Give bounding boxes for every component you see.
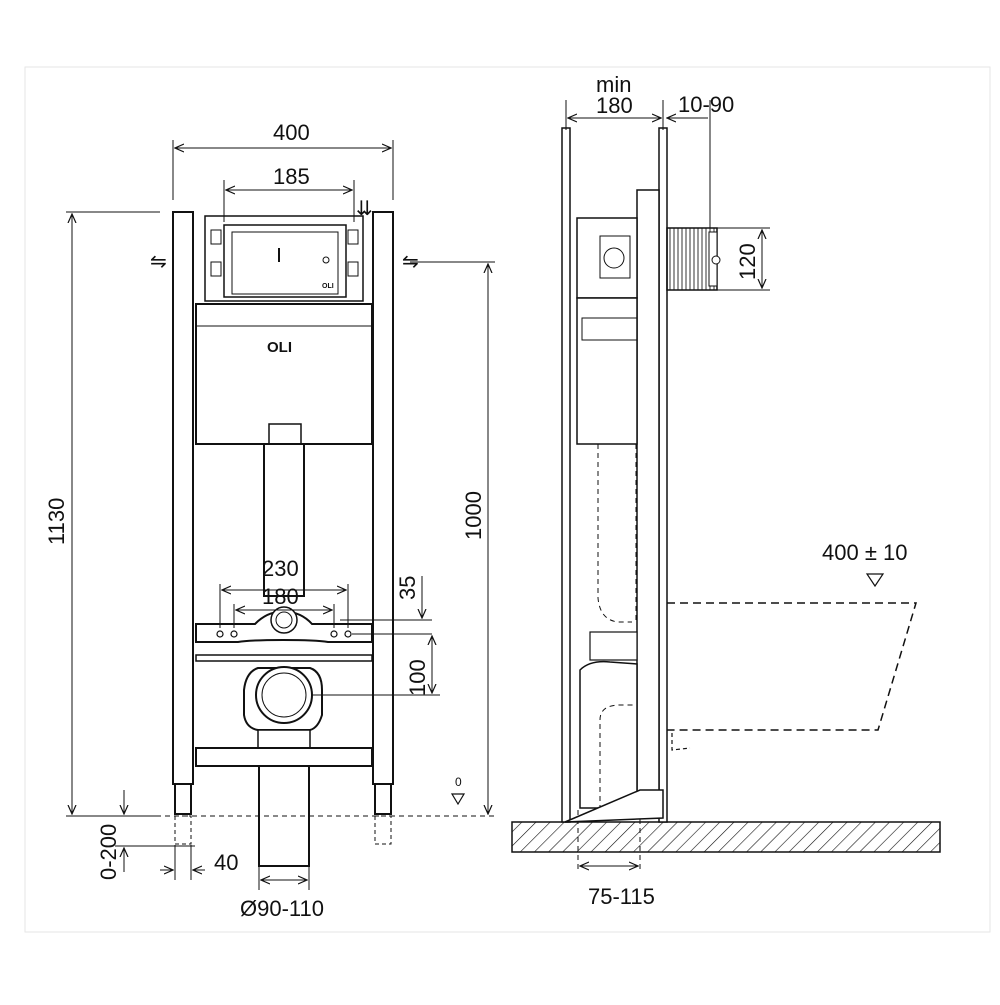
dim-leg-adjust: 0-200 bbox=[96, 824, 121, 880]
floor-level-label: 0 bbox=[455, 775, 462, 789]
dim-bowl-projection: 400 ± 10 bbox=[822, 540, 907, 565]
front-upright bbox=[658, 127, 668, 823]
floor-hatch bbox=[511, 821, 941, 853]
svg-text:⇋: ⇋ bbox=[150, 251, 167, 273]
dim-flush-outer: 230 bbox=[262, 556, 299, 581]
dim-drain-offset: 75-115 bbox=[588, 884, 655, 909]
brand-logo: OLI bbox=[267, 339, 292, 356]
dim-inlet-height: 120 bbox=[735, 243, 760, 280]
front-dimensions: 400 185 ⇋ ⇋ ⇊ 1130 1000 0 230 180 bbox=[44, 120, 495, 921]
dim-inner-width: 185 bbox=[273, 164, 310, 189]
right-upright bbox=[372, 211, 394, 785]
side-view bbox=[511, 127, 941, 870]
right-foot bbox=[374, 783, 392, 815]
dim-frame-height: 1000 bbox=[461, 491, 486, 540]
dim-offset-top: 35 bbox=[395, 576, 420, 600]
dim-wall-gap: 10-90 bbox=[678, 92, 734, 117]
cistern-side bbox=[576, 297, 638, 445]
dim-height: 1130 bbox=[44, 498, 69, 545]
left-upright bbox=[172, 211, 194, 785]
dim-min-label: min bbox=[596, 72, 631, 97]
wall-panel bbox=[636, 189, 660, 811]
dim-flush-inner: 180 bbox=[262, 584, 299, 609]
svg-text:⇊: ⇊ bbox=[356, 198, 373, 220]
back-upright bbox=[561, 127, 571, 823]
dim-width: 400 bbox=[273, 120, 310, 145]
dim-drain-diameter: Ø90-110 bbox=[240, 896, 324, 921]
dim-offset-drain: 100 bbox=[405, 659, 430, 696]
toilet-bowl-outline bbox=[667, 602, 918, 731]
left-foot bbox=[174, 783, 192, 815]
side-dimensions: min 180 10-90 120 400 ± 10 75-115 bbox=[565, 72, 907, 909]
dim-depth: 180 bbox=[596, 93, 633, 118]
flush-pipe bbox=[263, 443, 305, 597]
brand-logo-small: OLI bbox=[322, 283, 334, 290]
front-view: OLI OLI bbox=[172, 211, 394, 867]
cistern bbox=[195, 303, 373, 445]
dim-leg-width: 40 bbox=[214, 850, 238, 875]
